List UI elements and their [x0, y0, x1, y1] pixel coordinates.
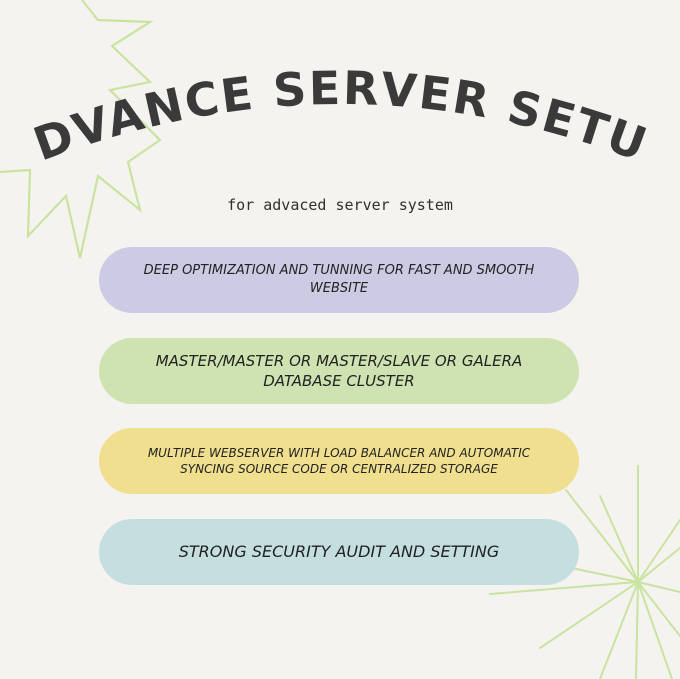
- feature-pill-load-balancer: Multiple webserver with load balancer an…: [99, 428, 579, 494]
- starburst-bottom-right-icon: [489, 465, 680, 679]
- starburst-top-left-icon: [0, 0, 162, 259]
- feature-label: Deep optimization and tunning for fast a…: [143, 263, 535, 296]
- feature-label: Master/Master or Master/Slave or Galera …: [155, 351, 523, 390]
- feature-pill-database-cluster: Master/Master or Master/Slave or Galera …: [99, 338, 579, 404]
- title-text: ADVANCE SERVER SETUP: [0, 27, 653, 172]
- feature-pill-optimization: Deep optimization and tunning for fast a…: [99, 247, 579, 313]
- subtitle: for advaced server system: [227, 196, 453, 214]
- feature-pill-security: Strong security audit and setting: [99, 519, 579, 585]
- page-title: ADVANCE SERVER SETUP: [0, 27, 680, 180]
- svg-text:ADVANCE SERVER SETUP: ADVANCE SERVER SETUP: [0, 70, 655, 172]
- feature-label: Strong security audit and setting: [178, 542, 500, 562]
- feature-label: Multiple webserver with load balancer an…: [147, 445, 531, 476]
